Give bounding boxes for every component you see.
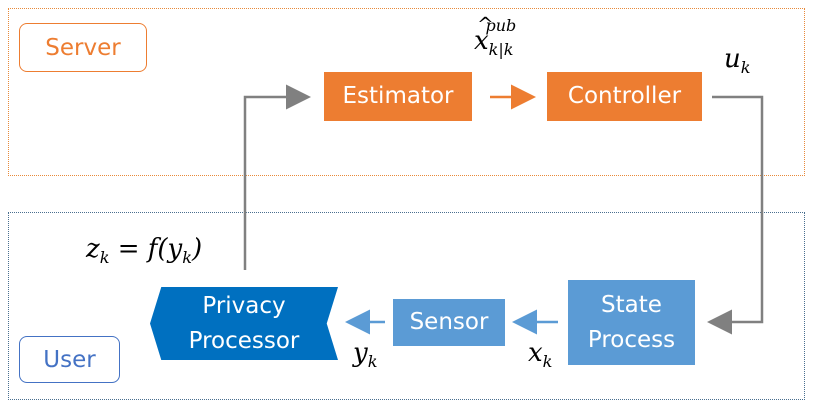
u-base: u bbox=[724, 44, 741, 74]
x-hat-superscript: pub bbox=[485, 16, 517, 35]
signal-y-label: yk bbox=[353, 338, 377, 371]
x-hat-subscript: k|k bbox=[488, 40, 514, 59]
signal-u-label: uk bbox=[724, 44, 751, 77]
y-subscript: k bbox=[367, 352, 378, 372]
server-label: Server bbox=[19, 23, 147, 72]
z-expression-close: ) bbox=[192, 234, 203, 264]
user-region bbox=[8, 212, 805, 400]
sensor-block: Sensor bbox=[393, 299, 505, 346]
server-region bbox=[8, 8, 805, 176]
state-process-block: State Process bbox=[568, 280, 695, 365]
x-subscript: k bbox=[542, 352, 553, 372]
y-base: y bbox=[353, 338, 368, 368]
signal-z-label: zk = f(yk) bbox=[86, 234, 202, 267]
x-base: x bbox=[528, 338, 543, 368]
z-subscript: k bbox=[99, 248, 110, 268]
user-label: User bbox=[19, 336, 120, 383]
privacy-processor-block: Privacy Processor bbox=[150, 287, 338, 360]
x-hat-base: x bbox=[474, 26, 489, 56]
estimator-block: Estimator bbox=[324, 72, 472, 121]
u-subscript: k bbox=[740, 58, 751, 78]
signal-x-hat-pub-label: xk|k pub bbox=[474, 16, 544, 59]
privacy-processor-to-estimator-connector bbox=[243, 84, 311, 270]
z-base: z bbox=[86, 234, 100, 264]
controller-block: Controller bbox=[547, 72, 702, 121]
controller-to-state-process-connector bbox=[707, 95, 764, 335]
z-expression-subscript: k bbox=[182, 248, 193, 268]
signal-x-label: xk bbox=[528, 338, 552, 371]
z-expression-rhs: = f(y bbox=[109, 234, 183, 264]
